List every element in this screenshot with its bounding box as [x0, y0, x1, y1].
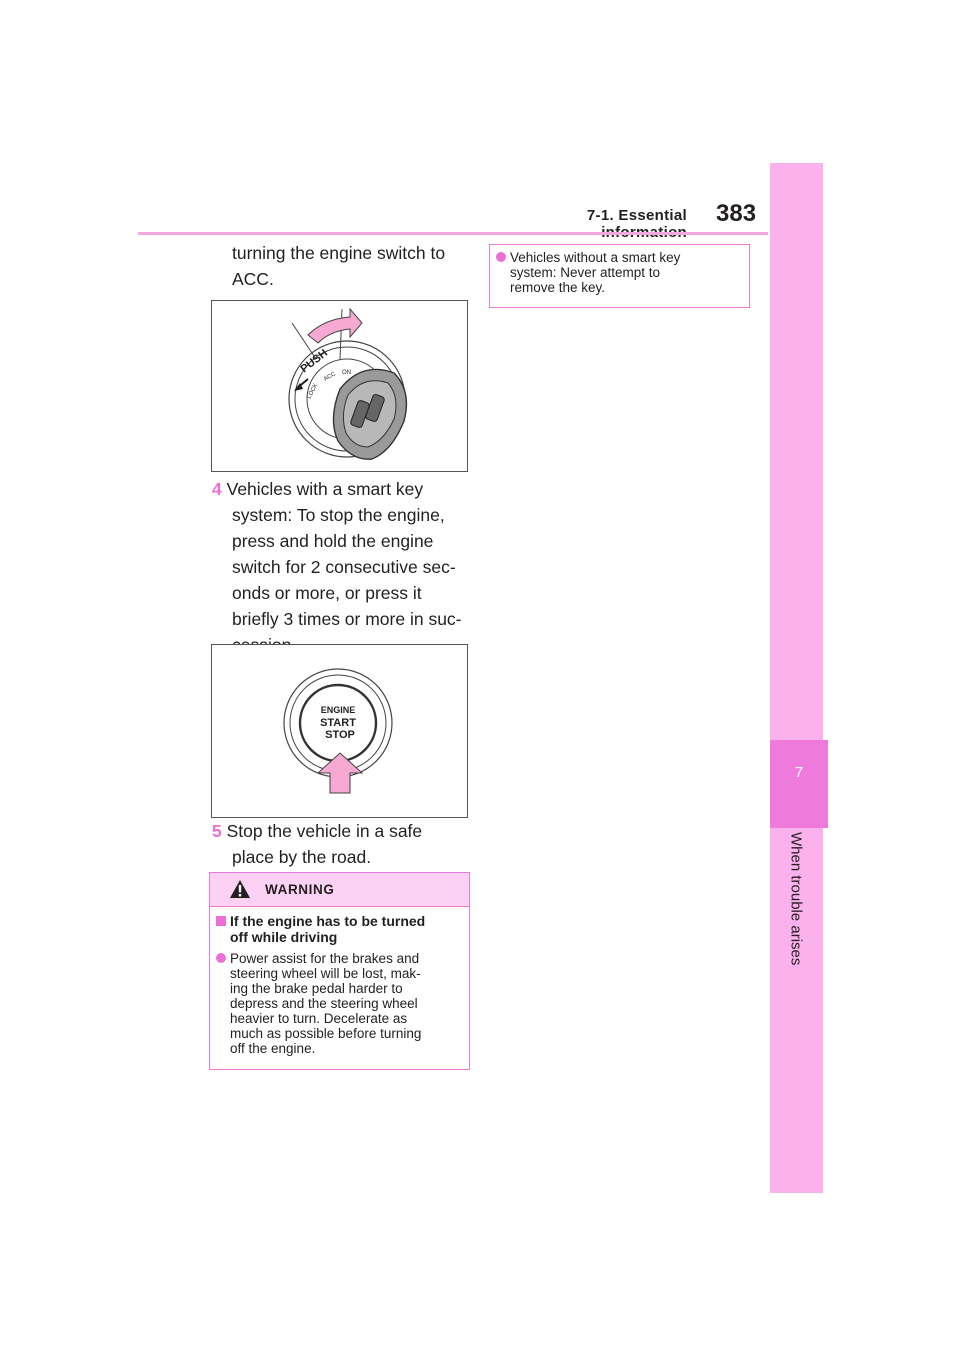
bullet-icon — [216, 953, 226, 963]
page-number: 383 — [716, 200, 757, 227]
warning-triangle-icon — [230, 880, 250, 898]
warning-item: Power assist for the brakes and steering… — [216, 951, 461, 1056]
warning-body: If the engine has to be turned off while… — [210, 907, 469, 1056]
bullet-icon — [496, 252, 506, 262]
step-number: 4 — [212, 479, 222, 499]
step-number: 5 — [212, 821, 222, 841]
text-line: press and hold the engine — [232, 531, 434, 551]
warning-title: If the engine has to be turned off while… — [216, 913, 461, 945]
warning-box: WARNING If the engine has to be turned o… — [209, 872, 470, 1070]
engine-button-figure: ENGINE START STOP — [211, 644, 468, 818]
key-ignition-switch-icon: PUSH LOCK ACC ON ST — [288, 307, 408, 460]
text-line: place by the road. — [232, 847, 372, 867]
on-label: ON — [342, 370, 351, 376]
step-4-paragraph: 4 Vehicles with a smart key system: To s… — [212, 476, 474, 658]
header-divider — [138, 232, 768, 235]
key-switch-figure: PUSH LOCK ACC ON ST — [211, 300, 468, 472]
text-line: Vehicles with a smart key — [226, 479, 424, 499]
text-line: system: Never attempt to — [510, 265, 661, 280]
text-line: off while driving — [230, 929, 338, 945]
chapter-title-tab: When trouble arises — [770, 832, 823, 1002]
text-line: ing the brake pedal harder to — [230, 981, 403, 996]
chapter-number-tab[interactable]: 7 — [770, 740, 828, 828]
text-line: Stop the vehicle in a safe — [226, 821, 423, 841]
section-title: 7-1. Essential information — [586, 207, 687, 241]
engine-label: ENGINE — [321, 705, 356, 715]
engine-start-stop-button-icon: ENGINE START STOP — [283, 668, 393, 794]
text-line: heavier to turn. Decelerate as — [230, 1011, 408, 1026]
note-item: Vehicles without a smart key system: Nev… — [496, 250, 741, 295]
acc-label: ACC — [323, 371, 338, 383]
warning-header: WARNING — [210, 873, 469, 907]
text-line: steering wheel will be lost, mak- — [230, 966, 421, 981]
chapter-side-tab — [770, 163, 823, 1193]
chapter-title: When trouble arises — [787, 832, 805, 966]
chapter-number: 7 — [794, 764, 804, 781]
text-line: remove the key. — [510, 280, 606, 295]
text-line: If the engine has to be turned — [230, 913, 426, 929]
stop-label: STOP — [325, 729, 355, 741]
text-line: switch for 2 consecutive sec- — [232, 557, 456, 577]
text-line: Vehicles without a smart key — [510, 250, 681, 265]
text-line: ACC. — [232, 269, 274, 289]
text-line: system: To stop the engine, — [232, 505, 445, 525]
warning-heading: WARNING — [265, 882, 335, 897]
text-line: depress and the steering wheel — [230, 996, 418, 1011]
text-line: Power assist for the brakes and — [230, 951, 420, 966]
start-label: START — [320, 717, 356, 729]
note-box: Vehicles without a smart key system: Nev… — [489, 244, 750, 308]
text-line: onds or more, or press it — [232, 583, 422, 603]
text-line: off the engine. — [230, 1041, 316, 1056]
continued-paragraph: turning the engine switch to ACC. — [232, 240, 472, 292]
text-line: briefly 3 times or more in suc- — [232, 609, 462, 629]
text-line: turning the engine switch to — [232, 243, 446, 263]
text-line: much as possible before turning — [230, 1026, 422, 1041]
step-5-paragraph: 5 Stop the vehicle in a safe place by th… — [212, 818, 474, 870]
